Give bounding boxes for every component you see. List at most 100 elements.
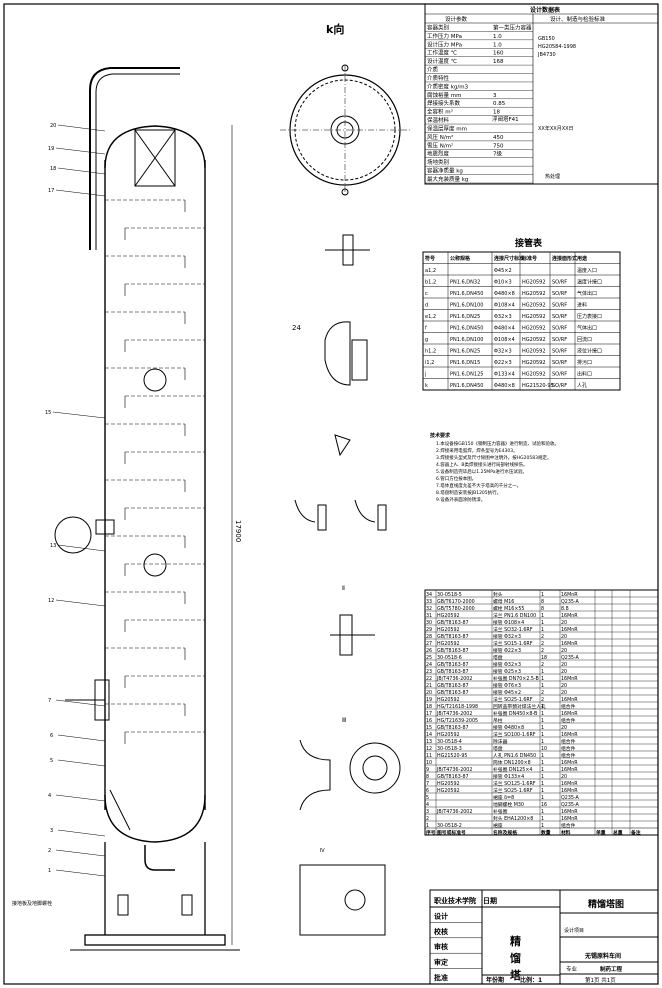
parts-cell: 1	[541, 767, 544, 773]
top-manway	[134, 129, 176, 187]
parts-cell: Q235-A	[561, 795, 580, 801]
parts-cell: GB/T8163-87	[437, 690, 469, 696]
nozzle-cell: Φ32×3	[494, 314, 512, 320]
parts-cell: 16MnR	[561, 781, 578, 787]
leader-line	[57, 124, 106, 132]
parts-cell: 2	[541, 662, 544, 668]
major-label: 专业	[566, 965, 578, 973]
base-ring	[84, 934, 226, 946]
tech-requirements: 技术要求 1.本设备按GB150《钢制压力容器》进行制造、试验和验收。2.焊接采…	[430, 432, 559, 503]
detail-callout-circle	[54, 516, 92, 554]
parts-cell: 回转盖带颈对焊法兰人孔	[493, 703, 546, 710]
design-note-3: JB4730	[537, 52, 556, 58]
nozzle-cell: 气体出口	[577, 290, 597, 297]
parts-cell: 3	[426, 809, 429, 815]
parts-cell: 裙座 δ=8	[493, 794, 514, 801]
heat-treatment: 热处理	[545, 173, 560, 180]
parts-cell: 法兰 SO25-1.6RF	[493, 787, 533, 794]
parts-cell: 法兰 SO32-1.6RF	[493, 626, 533, 633]
nozzle-header: 连接尺寸标准	[494, 255, 524, 262]
nozzle-cell: SO/RF	[552, 280, 567, 286]
tech-item: 2.焊接采用电弧焊，焊条型号为E4303。	[436, 447, 518, 454]
parts-cell: 塔盘	[493, 745, 503, 752]
parts-cell: 33	[426, 599, 432, 605]
nozzle-cell: PN1.6,DN32	[450, 280, 480, 286]
parts-cell: 31	[426, 613, 432, 619]
parts-cell: GB/T8163-87	[437, 620, 469, 626]
parts-cell: 裙座	[493, 822, 503, 829]
parts-cell: 螺栓 M16×55	[493, 605, 525, 612]
nozzle-cell: c	[425, 291, 428, 297]
nozzle-cell: Φ45×2	[494, 268, 512, 274]
nozzle-cell: SO/RF	[552, 326, 567, 332]
tech-item: 9.设备外表面涂防锈漆。	[436, 496, 485, 503]
nozzle-table-title: 接管表	[515, 237, 543, 249]
tray-lines	[105, 199, 205, 744]
parts-cell: GB/T8163-87	[437, 725, 469, 731]
leader-line	[55, 147, 106, 155]
nozzle-header: 标准号	[521, 255, 537, 262]
parts-cell: 16MnR	[561, 760, 578, 766]
parts-cell: 20	[561, 690, 567, 696]
parts-cell: 组合件	[561, 703, 576, 710]
design-row-value: 160	[493, 51, 504, 57]
design-row-label: 雪压 N/m²	[427, 142, 453, 149]
nozzle-header: 符号	[425, 255, 435, 262]
parts-cell: 7	[426, 781, 429, 787]
parts-cell: 补强圈 DN450×8-B	[493, 710, 537, 717]
parts-cell: 16MnR	[561, 627, 578, 633]
parts-cell: JB/T4736-2002	[436, 767, 472, 773]
leader-line	[55, 849, 106, 857]
parts-cell: 1	[541, 718, 544, 724]
bottom-outlet-pipe	[144, 845, 175, 871]
nozzle-cell: PN1.6,DN450	[450, 326, 483, 332]
parts-cell: 4	[426, 802, 429, 808]
parts-cell: 30-0518-6	[437, 655, 462, 661]
parts-header-cell: 图号或标准号	[437, 829, 466, 836]
design-row-label: 设计温度 ℃	[427, 57, 457, 65]
nozzle-cell: 压力表接口	[577, 313, 602, 320]
nozzle-cell: PN1.6,DN450	[450, 383, 483, 389]
detail-6-section	[299, 739, 331, 811]
parts-cell: 8	[426, 774, 429, 780]
nozzle-cell: SO/RF	[552, 360, 567, 366]
parts-cell: 16MnR	[561, 767, 578, 773]
part-number: 3	[50, 828, 53, 834]
parts-cell: 法兰 PN1.6 DN100	[493, 612, 536, 619]
parts-cell: 20	[561, 683, 567, 689]
parts-cell: 接管 Φ108×4	[493, 619, 524, 626]
year-label: 年份期	[486, 976, 504, 984]
parts-cell: 接管 Φ45×2	[493, 689, 521, 696]
parts-cell: 20	[561, 620, 567, 626]
detail-2-number: 24	[292, 324, 301, 332]
parts-cell: GB/T8163-87	[437, 669, 469, 675]
nozzle-cell: e1,2	[425, 314, 436, 320]
vapor-pipe-inner	[95, 73, 180, 250]
drawing-title: 精馏塔图	[588, 898, 624, 910]
parts-cell: 封头 EHA1200×8	[493, 815, 533, 822]
parts-cell: JB/T4736-2002	[436, 676, 472, 682]
parts-cell: 1	[541, 683, 544, 689]
design-table-frame	[424, 3, 659, 185]
leader-line	[55, 699, 106, 707]
parts-cell: 1	[541, 795, 544, 801]
leader-line	[52, 411, 106, 419]
tech-item: 7.塔体直线度允差不大于塔高的千分之一。	[436, 482, 521, 489]
design-row-label: 介质特性	[427, 74, 450, 82]
nozzle-header: 连接面形式	[552, 255, 577, 262]
parts-cell: 1	[541, 823, 544, 829]
parts-cell: 地脚螺栓 M30	[493, 801, 524, 808]
parts-header-cell: 序号	[426, 829, 436, 836]
parts-cell: GB/T5780-2000	[437, 606, 475, 612]
parts-cell: HG21520-95	[437, 753, 467, 759]
nozzle-cell: Φ480×8	[494, 291, 515, 297]
part-number: 1	[48, 868, 51, 874]
parts-cell: 封头	[493, 591, 503, 598]
parts-cell: HG/T21639-2005	[437, 718, 478, 724]
parts-cell: 17	[426, 711, 432, 717]
design-row-value: 0.85	[493, 101, 506, 107]
nozzle-cell: 人孔	[577, 382, 587, 389]
